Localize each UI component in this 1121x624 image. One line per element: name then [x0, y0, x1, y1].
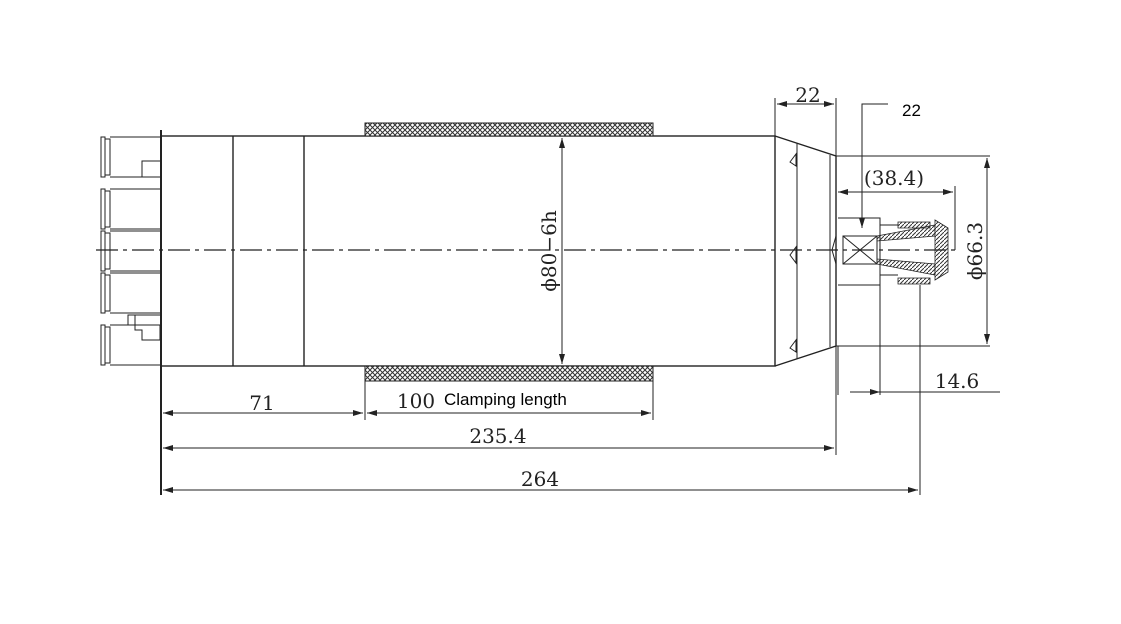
dim-body-diameter: ϕ80−6h	[537, 210, 561, 292]
clamping-length-label: Clamping length	[444, 390, 567, 409]
dim-body-length: 235.4	[469, 424, 526, 448]
dim-back-section: 71	[249, 391, 274, 415]
collet	[831, 217, 949, 286]
dim-flange-diameter: ϕ66.3	[963, 222, 987, 280]
clamping-knurl-top	[364, 122, 654, 137]
callout-22: 22	[902, 101, 921, 120]
clamping-knurl-bottom	[364, 365, 654, 382]
dim-nose-length: 22	[795, 83, 820, 107]
dimension-lines	[163, 98, 1000, 495]
dim-collet-length: (38.4)	[864, 166, 924, 190]
connectors	[100, 136, 161, 366]
dim-clamping-value: 100	[397, 389, 435, 413]
spindle-body	[160, 122, 990, 495]
dim-collet-offset: 14.6	[935, 369, 980, 393]
dim-overall-length: 264	[521, 467, 559, 491]
